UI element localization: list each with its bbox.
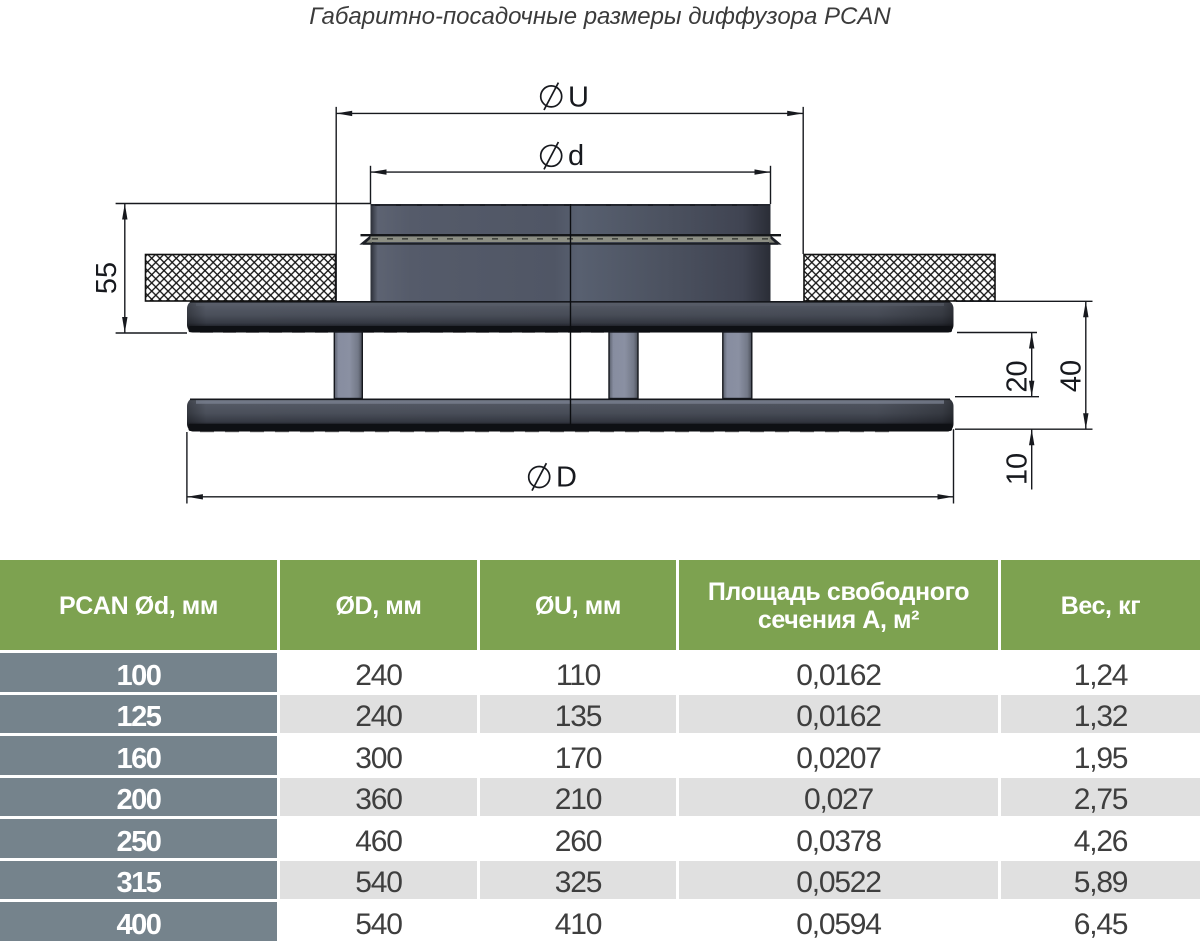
svg-text:d: d: [568, 140, 584, 172]
svg-text:U: U: [568, 81, 589, 113]
svg-text:40: 40: [1056, 360, 1088, 392]
svg-text:20: 20: [1002, 360, 1034, 392]
svg-text:D: D: [556, 461, 577, 493]
svg-text:10: 10: [1002, 453, 1034, 485]
svg-text:55: 55: [91, 262, 123, 294]
